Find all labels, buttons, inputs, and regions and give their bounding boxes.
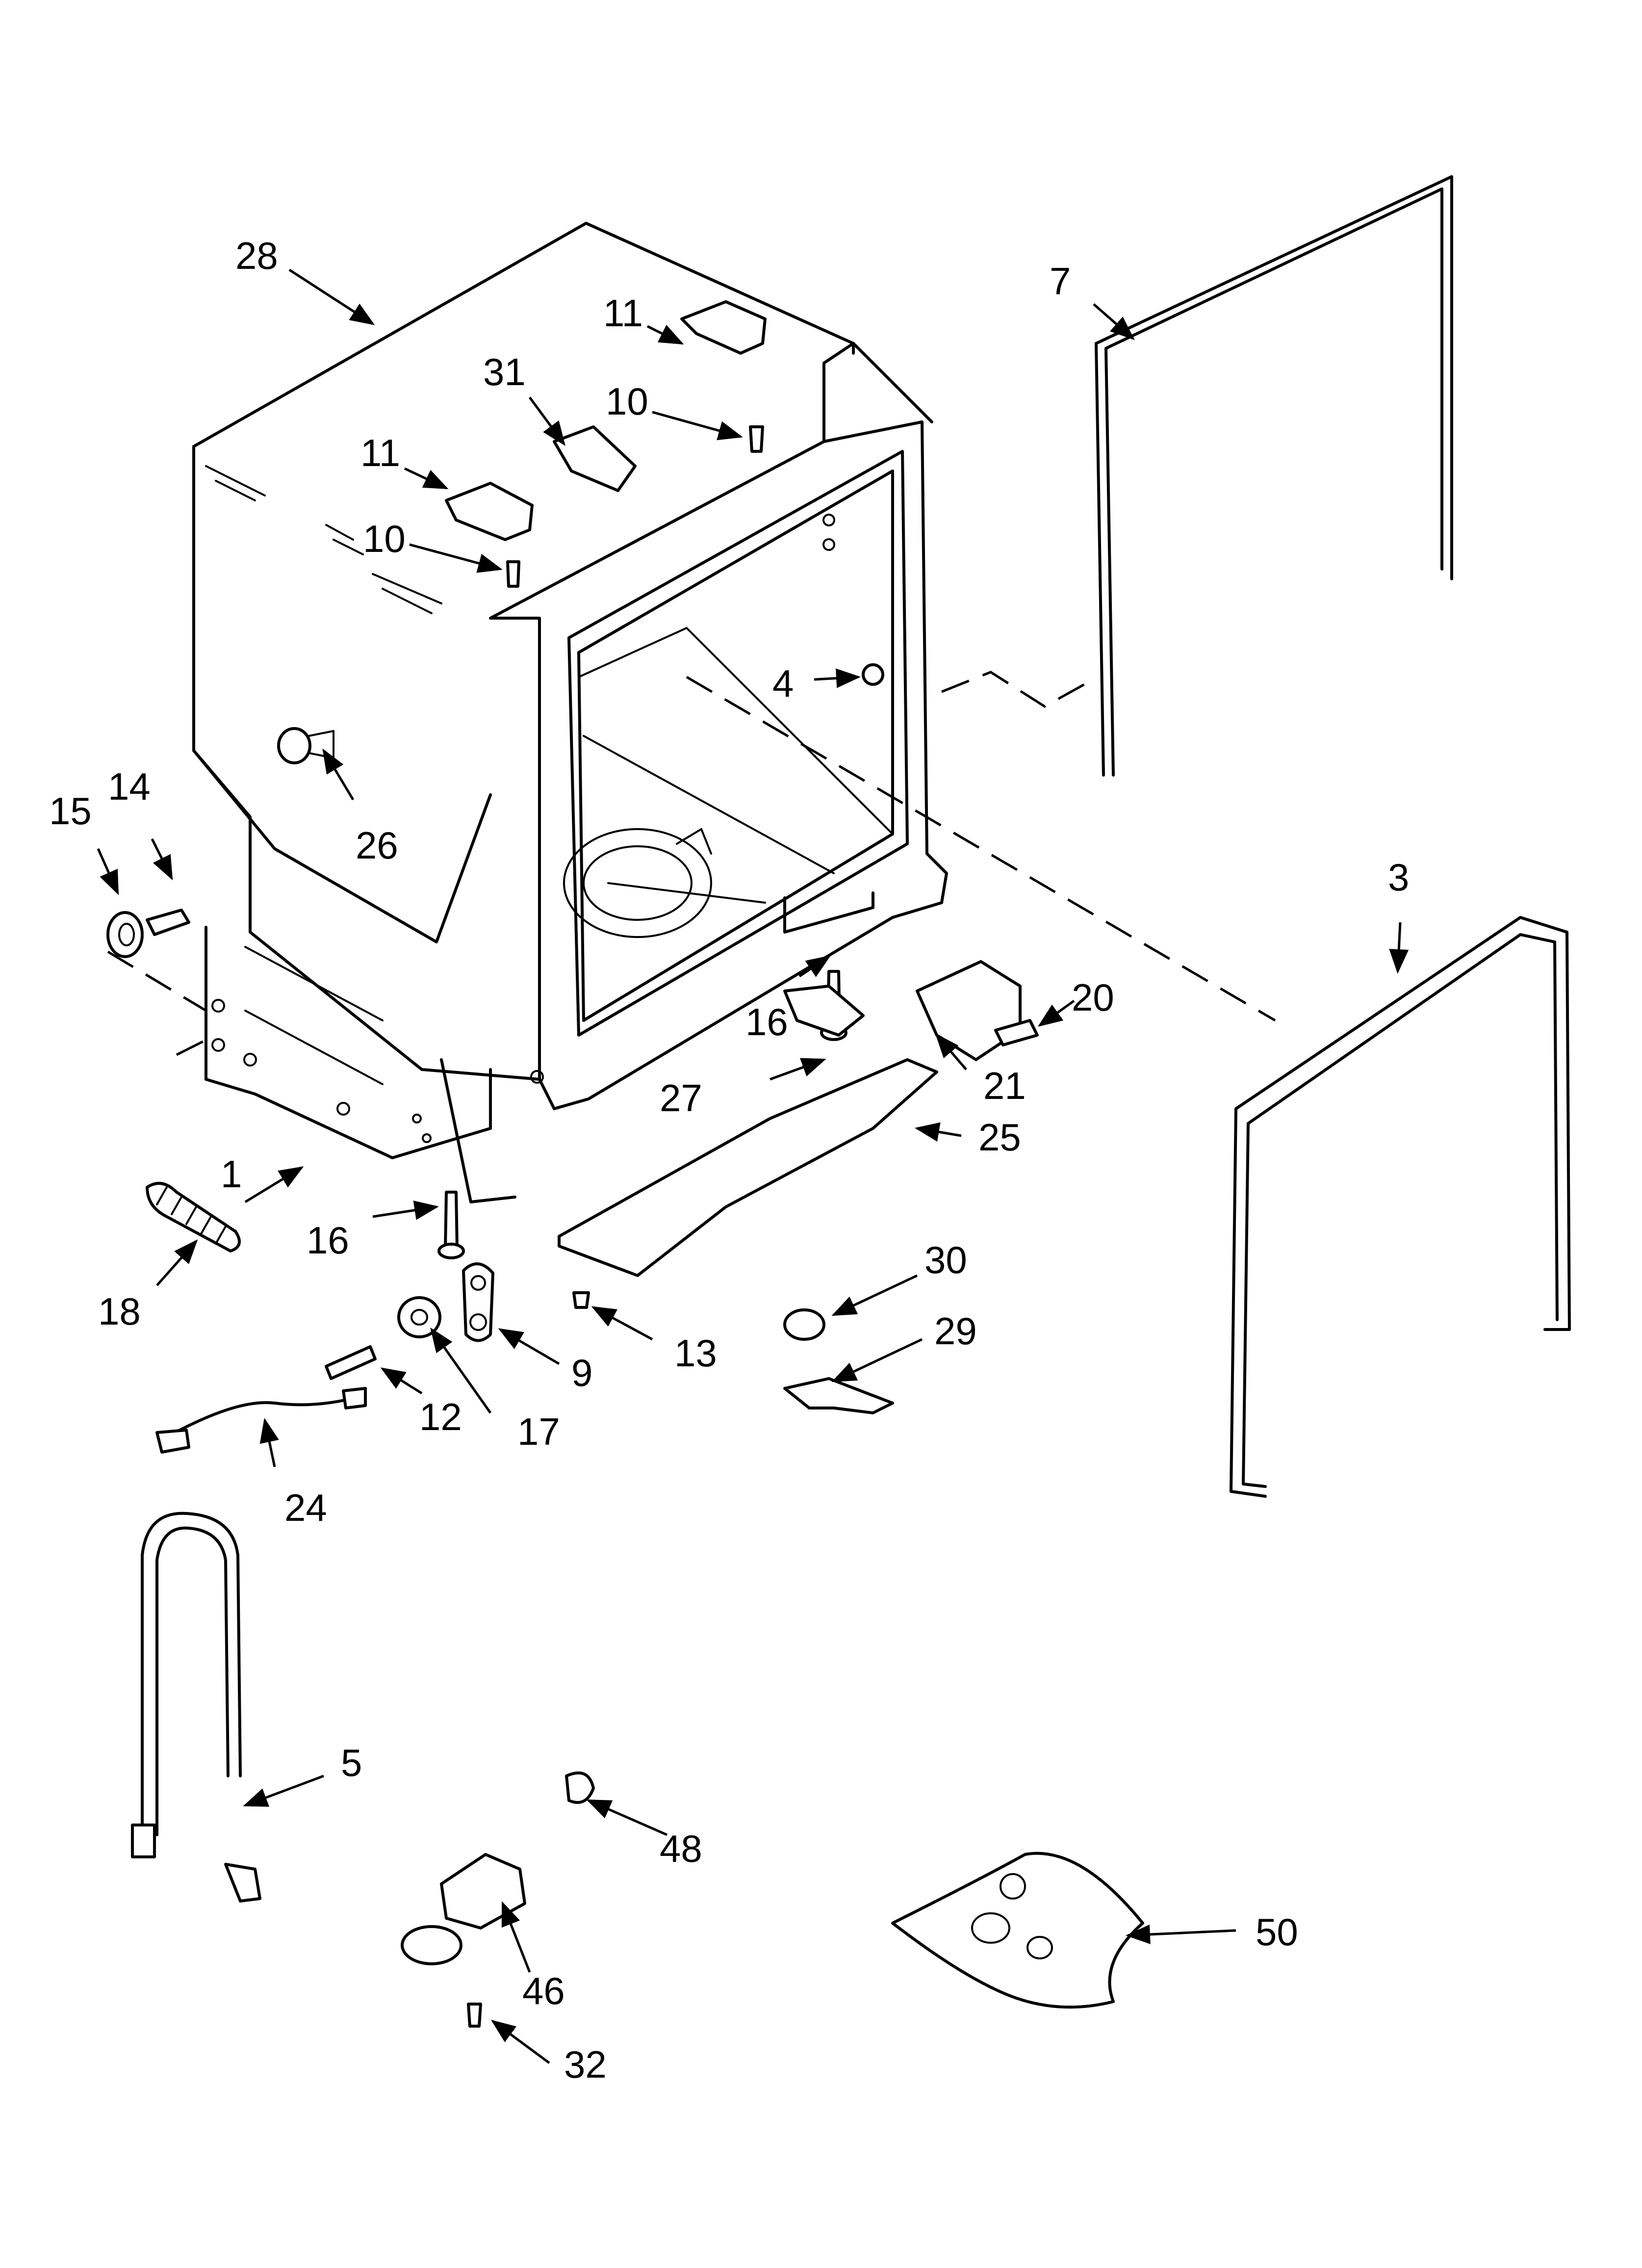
part-48-spring — [565, 1771, 595, 1804]
dashed-line-leveling-leg — [107, 950, 207, 1056]
part-13-screw — [572, 1291, 590, 1309]
part-14-bolt — [146, 909, 190, 936]
door-gasket — [1095, 175, 1453, 777]
callout-7: 7 — [1050, 260, 1071, 303]
part-30-thermostat — [783, 1308, 825, 1341]
callout-17: 17 — [517, 1410, 560, 1453]
callout-3: 3 — [1388, 856, 1409, 899]
leader-arrows — [97, 268, 1409, 2064]
callout-5: 5 — [341, 1741, 362, 1784]
part-24-ground-wire — [160, 1397, 355, 1441]
callout-16: 16 — [307, 1219, 349, 1262]
part-15-wheel — [106, 911, 144, 958]
callout-32: 32 — [564, 2043, 607, 2086]
callout-13: 13 — [674, 1331, 717, 1375]
part-18-spring — [146, 1182, 241, 1252]
part-29-bracket — [783, 1377, 894, 1414]
part-11-bracket-upper — [680, 300, 767, 355]
callout-48: 48 — [660, 1827, 702, 1870]
part-4-stud — [862, 663, 884, 686]
callout-16: 16 — [745, 1000, 788, 1043]
part-20-screw — [994, 1019, 1039, 1046]
part-31-clip — [553, 425, 637, 492]
callout-10: 10 — [606, 380, 648, 423]
callout-24: 24 — [284, 1486, 327, 1529]
tub-gasket — [1230, 916, 1571, 1498]
part-26-plug — [277, 727, 311, 764]
callout-28: 28 — [235, 234, 278, 277]
callout-14: 14 — [108, 765, 151, 808]
callout-29: 29 — [934, 1309, 977, 1353]
dashed-line-tub-gasket — [686, 676, 1276, 1022]
callout-1: 1 — [221, 1152, 242, 1196]
part-12-bolt — [325, 1345, 377, 1380]
part-50-parts-bag — [891, 1851, 1144, 2009]
part-11-bracket-lower — [445, 482, 534, 541]
callout-20: 20 — [1072, 976, 1114, 1019]
part-46-valve — [440, 1853, 526, 1929]
callout-50: 50 — [1256, 1910, 1298, 1954]
callout-12: 12 — [419, 1395, 462, 1438]
part-16-leg-b — [444, 1191, 459, 1250]
part-10-screw-upper — [749, 425, 764, 453]
callout-30: 30 — [924, 1238, 967, 1281]
callout-10: 10 — [363, 517, 406, 560]
callout-4: 4 — [772, 662, 794, 705]
part-32-screw — [467, 2003, 482, 2028]
part-10-screw-lower — [506, 560, 520, 588]
callout-25: 25 — [978, 1116, 1021, 1159]
callout-46: 46 — [522, 1969, 565, 2012]
callout-31: 31 — [483, 350, 526, 393]
callout-26: 26 — [356, 824, 398, 867]
dashed-line-door-gasket — [941, 671, 1090, 708]
callout-11: 11 — [360, 431, 400, 474]
callout-9: 9 — [571, 1351, 592, 1394]
callout-labels: 28 7 11 10 31 11 10 4 26 14 15 3 20 16 2… — [49, 234, 1409, 2086]
part-17-washer — [397, 1296, 441, 1338]
part-5-wire-harness — [141, 1512, 242, 1836]
callout-15: 15 — [49, 789, 92, 833]
callout-11: 11 — [603, 291, 643, 335]
callout-27: 27 — [660, 1076, 702, 1120]
part-25-plate — [558, 1058, 938, 1277]
tub-assembly — [192, 222, 948, 1203]
callout-21: 21 — [983, 1064, 1026, 1107]
callout-18: 18 — [98, 1290, 141, 1333]
part-27-clip — [783, 985, 865, 1037]
